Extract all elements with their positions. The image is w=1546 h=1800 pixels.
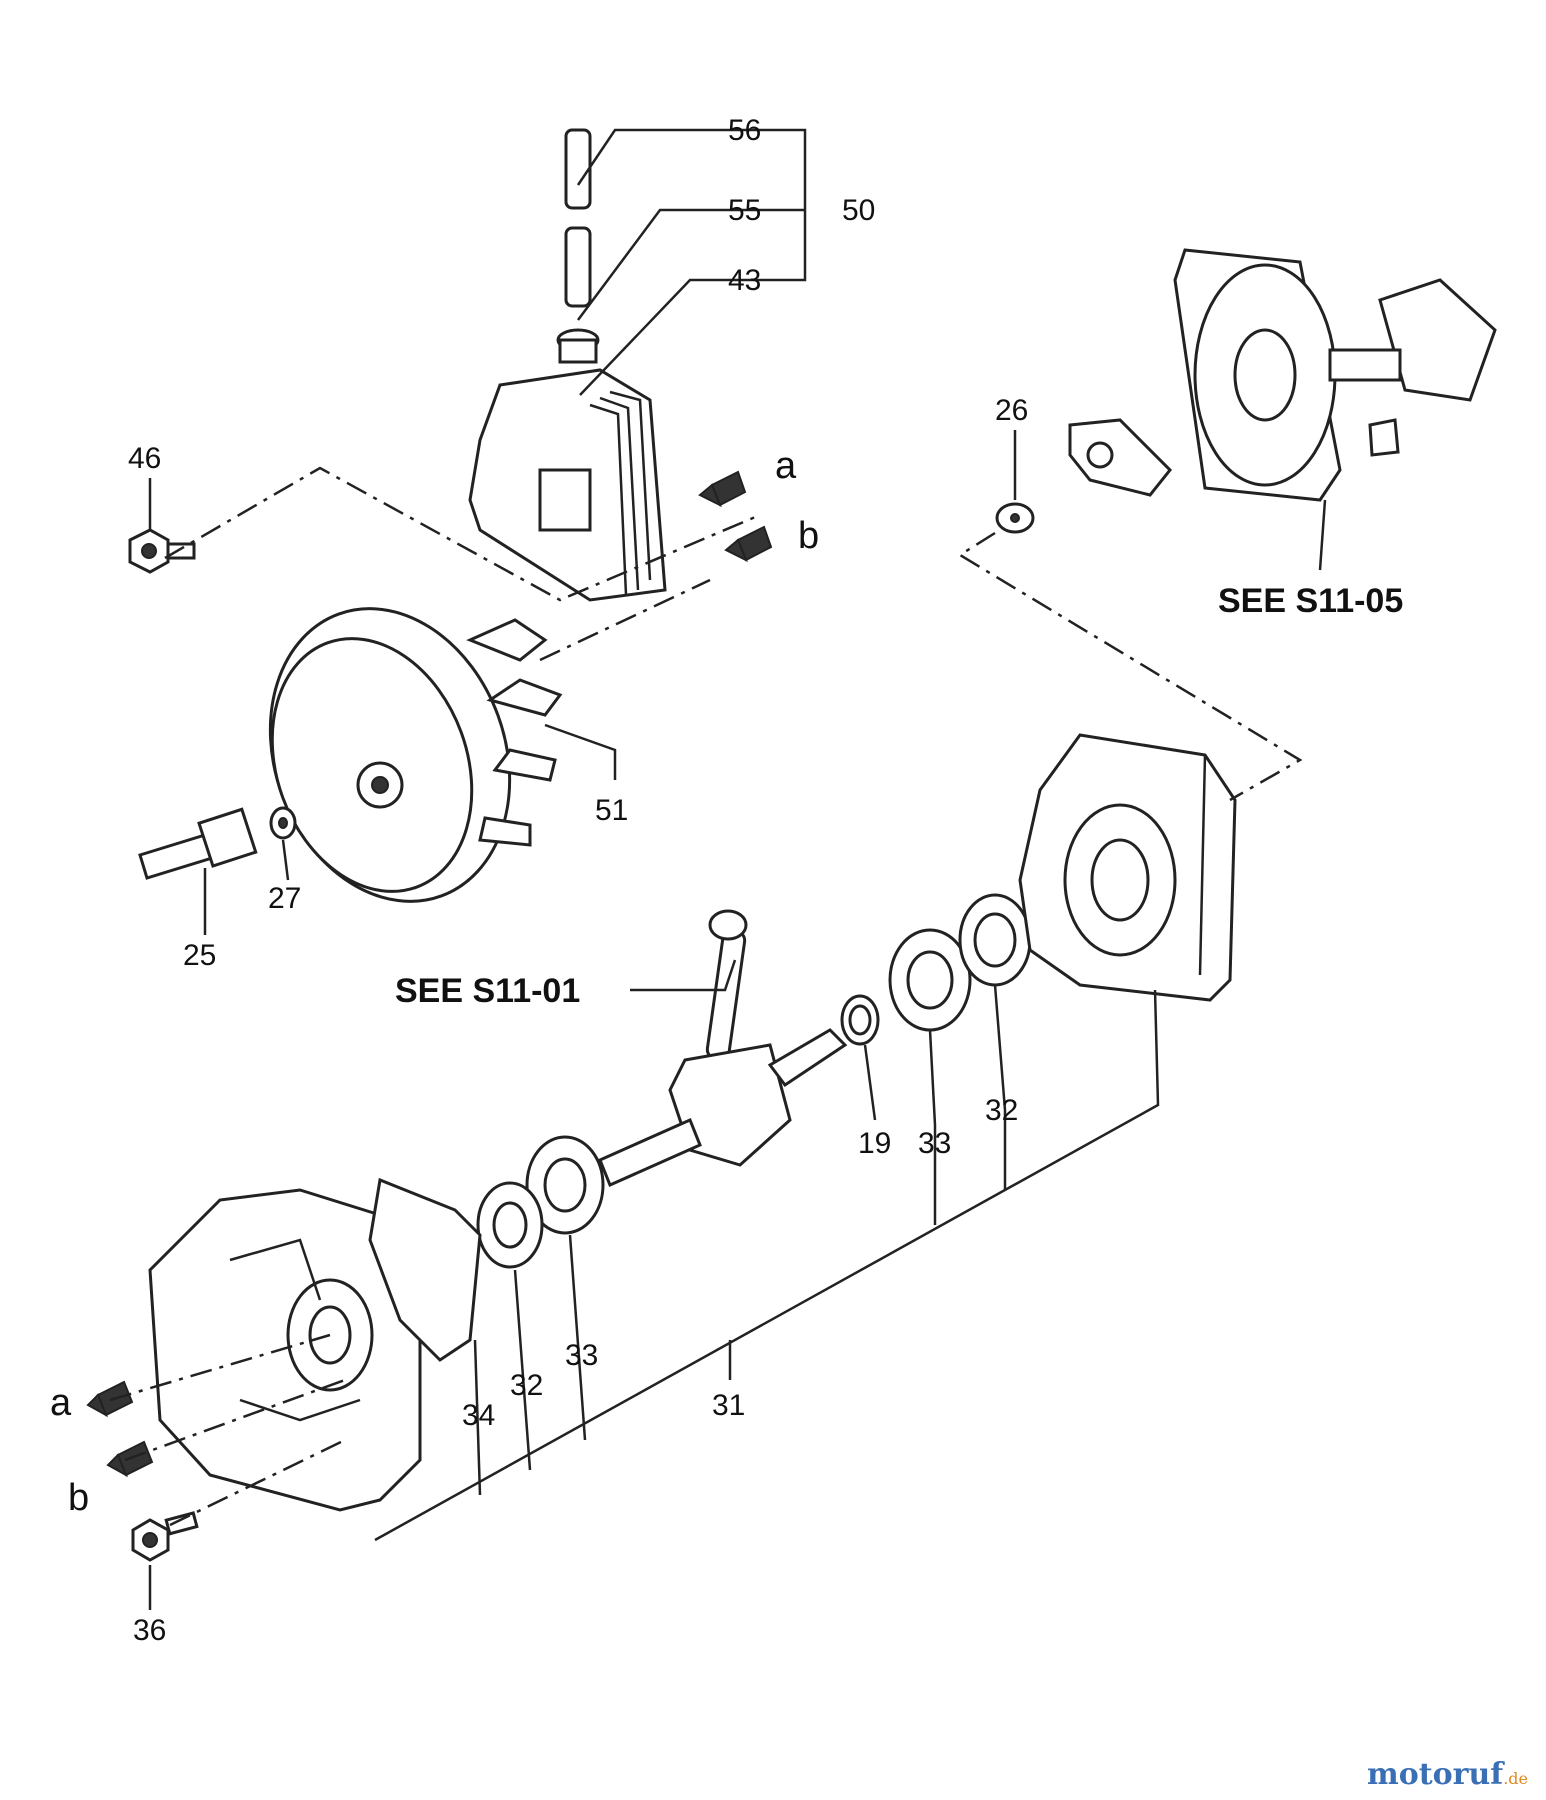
- motoruf-watermark: motoruf.de: [1367, 1757, 1528, 1792]
- callout-25: 25: [183, 939, 216, 972]
- watermark-tld: .de: [1503, 1769, 1528, 1788]
- flywheel-51: [268, 607, 563, 903]
- arrow-a-bottom: [86, 1380, 134, 1418]
- callout-26: 26: [995, 394, 1028, 427]
- callout-34: 34: [462, 1399, 495, 1432]
- washer-26: [995, 502, 1035, 534]
- arrow-label-a-top: a: [775, 445, 797, 487]
- callout-32-left: 32: [510, 1369, 543, 1402]
- arrow-label-a-bottom: a: [50, 1382, 72, 1424]
- arrow-label-b-bottom: b: [68, 1477, 89, 1519]
- callout-50: 50: [842, 194, 875, 227]
- callout-55: 55: [728, 194, 761, 227]
- callout-33-left: 33: [565, 1339, 598, 1372]
- see-s11-05-label: SEE S11-05: [1218, 582, 1403, 620]
- callout-31: 31: [712, 1389, 745, 1422]
- callout-51: 51: [595, 794, 628, 827]
- callout-32-right: 32: [985, 1094, 1018, 1127]
- alignment-lines: [109, 466, 1303, 1527]
- recoil-starter: [1173, 248, 1497, 502]
- callout-36: 36: [133, 1614, 166, 1647]
- crankcase-right: [1018, 733, 1237, 1002]
- pin-55: [564, 226, 592, 308]
- callout-43: 43: [728, 264, 761, 297]
- bolt-25: [138, 807, 258, 880]
- arrow-label-b-top: b: [798, 515, 819, 557]
- bearing-33-right: [888, 928, 972, 1032]
- callout-46: 46: [128, 442, 161, 475]
- crankcase-left: [148, 1188, 422, 1512]
- bearing-32-right: [958, 893, 1032, 987]
- bearing-32-left: [476, 1181, 544, 1269]
- ignition-coil: [468, 368, 667, 602]
- pin-56: [564, 128, 592, 210]
- callout-19: 19: [858, 1127, 891, 1160]
- watermark-main: motoruf: [1367, 1757, 1504, 1792]
- arrow-b-top: [724, 525, 773, 563]
- crankshaft: [598, 909, 848, 1188]
- callout-56: 56: [728, 114, 761, 147]
- leader-lines: [148, 128, 1327, 1610]
- arrow-a-top: [698, 470, 747, 508]
- plug-cap-43: [556, 328, 600, 364]
- bearing-33-left: [525, 1135, 605, 1235]
- screw-36: [131, 1511, 199, 1562]
- callout-33-right: 33: [918, 1127, 951, 1160]
- washer-27: [269, 806, 297, 840]
- see-s11-01-label: SEE S11-01: [395, 972, 580, 1010]
- nut-46: [128, 528, 196, 574]
- arrow-b-bottom: [106, 1440, 154, 1478]
- callout-27: 27: [268, 882, 301, 915]
- gasket-34: [368, 1177, 482, 1362]
- pawl: [1068, 418, 1173, 497]
- seal-19: [840, 994, 880, 1046]
